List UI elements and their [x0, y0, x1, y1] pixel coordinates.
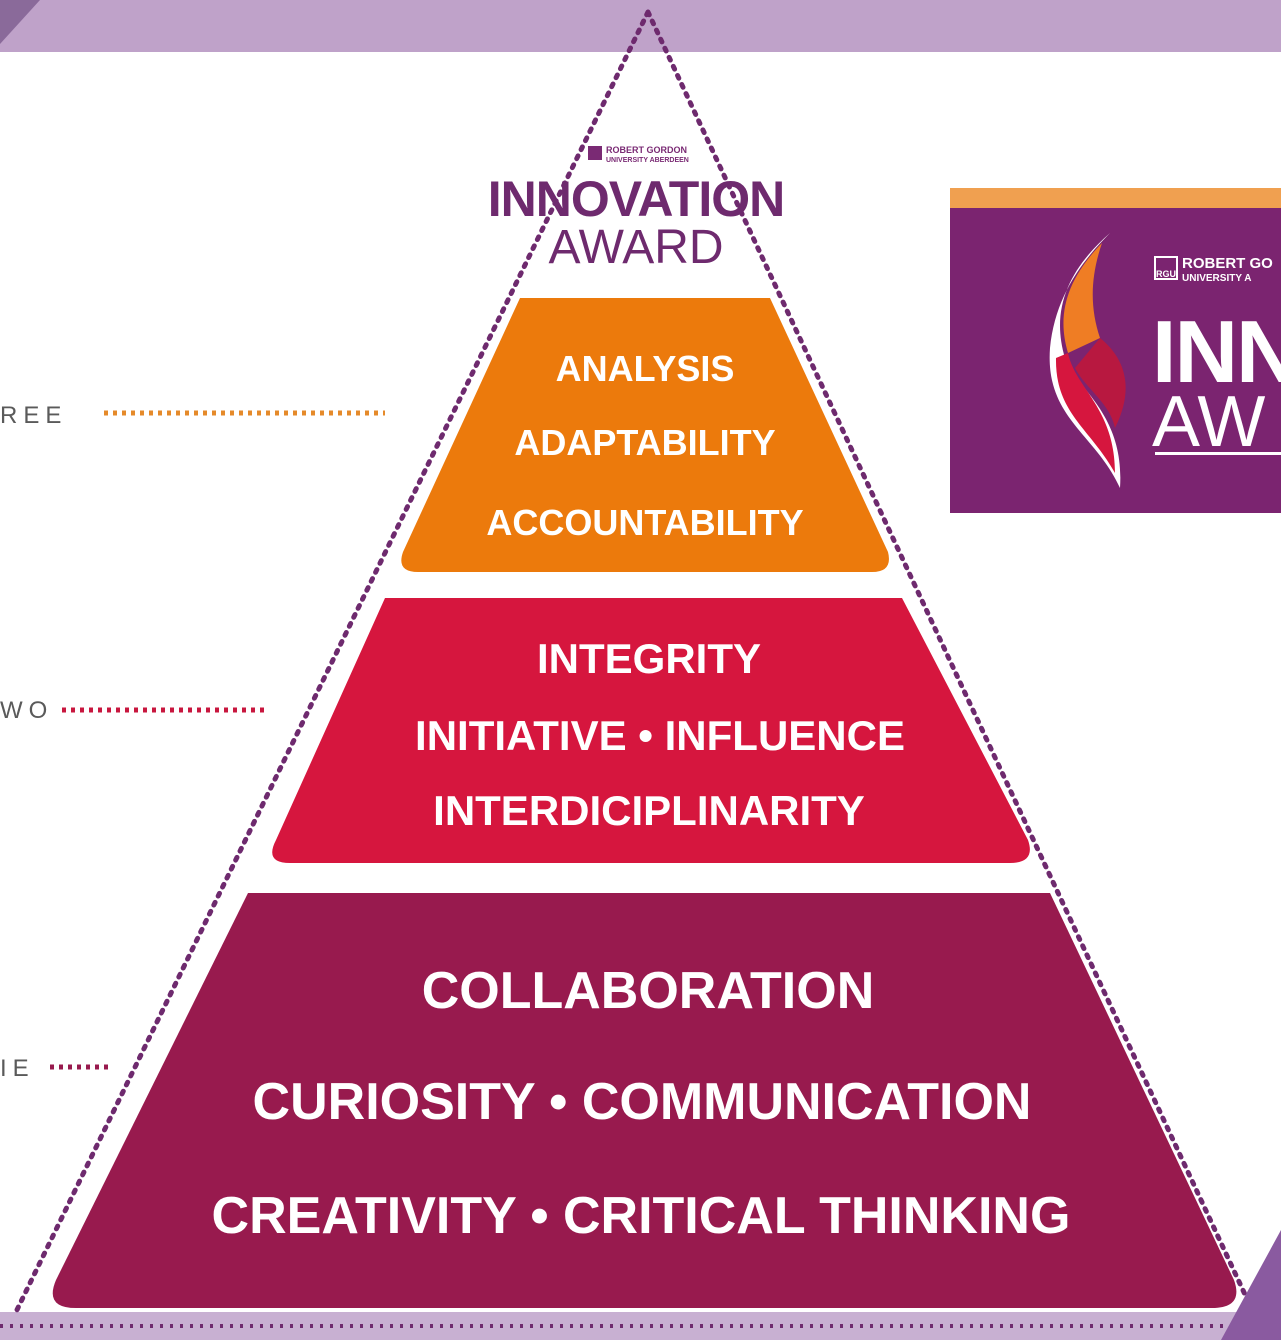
skill-curiosity-communication: CURIOSITY • COMMUNICATION — [253, 1073, 1032, 1131]
skill-initiative-influence: INITIATIVE • INFLUENCE — [415, 712, 905, 759]
rgu-mini-mark — [588, 146, 602, 160]
award-title: AWARD — [548, 221, 723, 274]
rgu-mini-line1: ROBERT GORDON — [606, 145, 687, 155]
skill-analysis: ANALYSIS — [556, 348, 735, 389]
innovation-title: INNOVATION — [488, 171, 784, 227]
skill-integrity: INTEGRITY — [537, 635, 761, 682]
skill-creativity-critical-thinking: CREATIVITY • CRITICAL THINKING — [212, 1187, 1071, 1245]
corner-decoration-bottom-right — [1221, 1230, 1281, 1340]
skill-accountability: ACCOUNTABILITY — [486, 502, 803, 543]
flame-icon — [1049, 233, 1126, 488]
tier-middle-shape — [272, 598, 1030, 863]
level-two-label: WO — [0, 697, 53, 724]
top-band — [0, 0, 1281, 52]
tier-top-shape — [401, 298, 889, 572]
logo-underline — [1155, 452, 1281, 455]
innovation-award-logo: RGU ROBERT GO UNIVERSITY A INN AW — [950, 188, 1281, 513]
logo-rgu-line1: ROBERT GO — [1182, 255, 1273, 272]
skill-adaptability: ADAPTABILITY — [514, 422, 775, 463]
level-one-label: IE — [0, 1055, 35, 1082]
level-three-label: REE — [0, 402, 67, 429]
rgu-logo-mark: RGU — [1154, 256, 1178, 280]
skill-interdiciplinarity: INTERDICIPLINARITY — [433, 787, 865, 834]
corner-decoration — [0, 0, 40, 44]
pyramid-outline — [11, 9, 1258, 1319]
logo-aw-text: AW — [1152, 382, 1266, 462]
tier-bottom-shape — [52, 893, 1237, 1308]
logo-inn-text: INN — [1152, 302, 1281, 401]
rgu-mini-line2: UNIVERSITY ABERDEEN — [606, 157, 689, 164]
skill-collaboration: COLLABORATION — [422, 962, 875, 1020]
logo-top-stripe — [950, 188, 1281, 208]
logo-rgu-line2: UNIVERSITY A — [1182, 273, 1252, 284]
